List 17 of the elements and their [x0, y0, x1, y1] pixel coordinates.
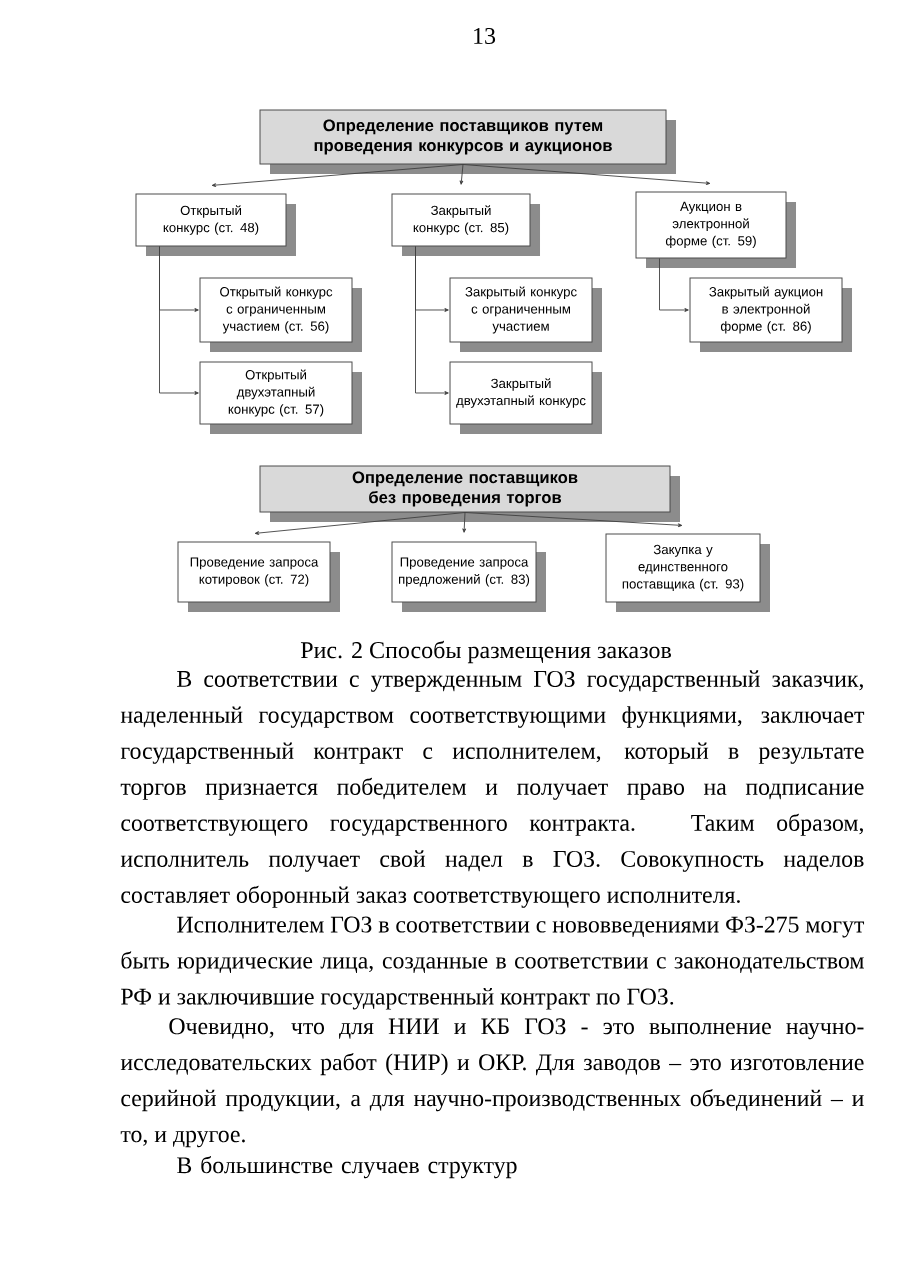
arrow — [462, 164, 711, 186]
arrow — [459, 164, 464, 185]
heading-box: Определение поставщиков без проведения торгов — [259, 465, 680, 522]
paragraph: В большинстве случаев структур — [177, 1156, 517, 1179]
paragraph: Очевидно, что для НИИ и КБ ГОЗ - это выполнение научно-исследовательских работ (НИР) и ОКР. Для заводов – это изготовление серийной продукции, а для научно-производственных объединений – и то, и другое. — [120, 1018, 864, 1148]
paragraph: В соответствии с утвержденным ГОЗ государственный заказчик, наделенный государством соответствующими функциями, заключает государственный контракт с исполнителем, который в результате торгов признается победителем и получает право на подписание соответствующего государственного контракта. Таким образом, исполнитель получает свой надел в ГОЗ. Совокупность наделов составляет оборонный заказ соответствующего исполнителя. — [120, 670, 865, 908]
paragraph: Исполнителем ГОЗ в соответствии с нововведениями ФЗ-275 могут быть юридические лица, созданные в соответствии с законодательством РФ и заключившие государственный контракт по ГОЗ. — [121, 916, 865, 1010]
heading-box: Определение поставщиков путем проведения конкурсов и аукционов — [259, 109, 676, 174]
arrow — [464, 512, 683, 528]
arrow — [462, 512, 467, 533]
arrow — [159, 246, 199, 395]
arrow — [211, 164, 464, 187]
page-number: 13 — [474, 27, 496, 45]
arrow — [254, 512, 466, 535]
arrow — [659, 258, 689, 312]
arrow — [415, 246, 449, 395]
figure-caption: Рис. 2 Способы размещения заказов — [300, 640, 671, 664]
